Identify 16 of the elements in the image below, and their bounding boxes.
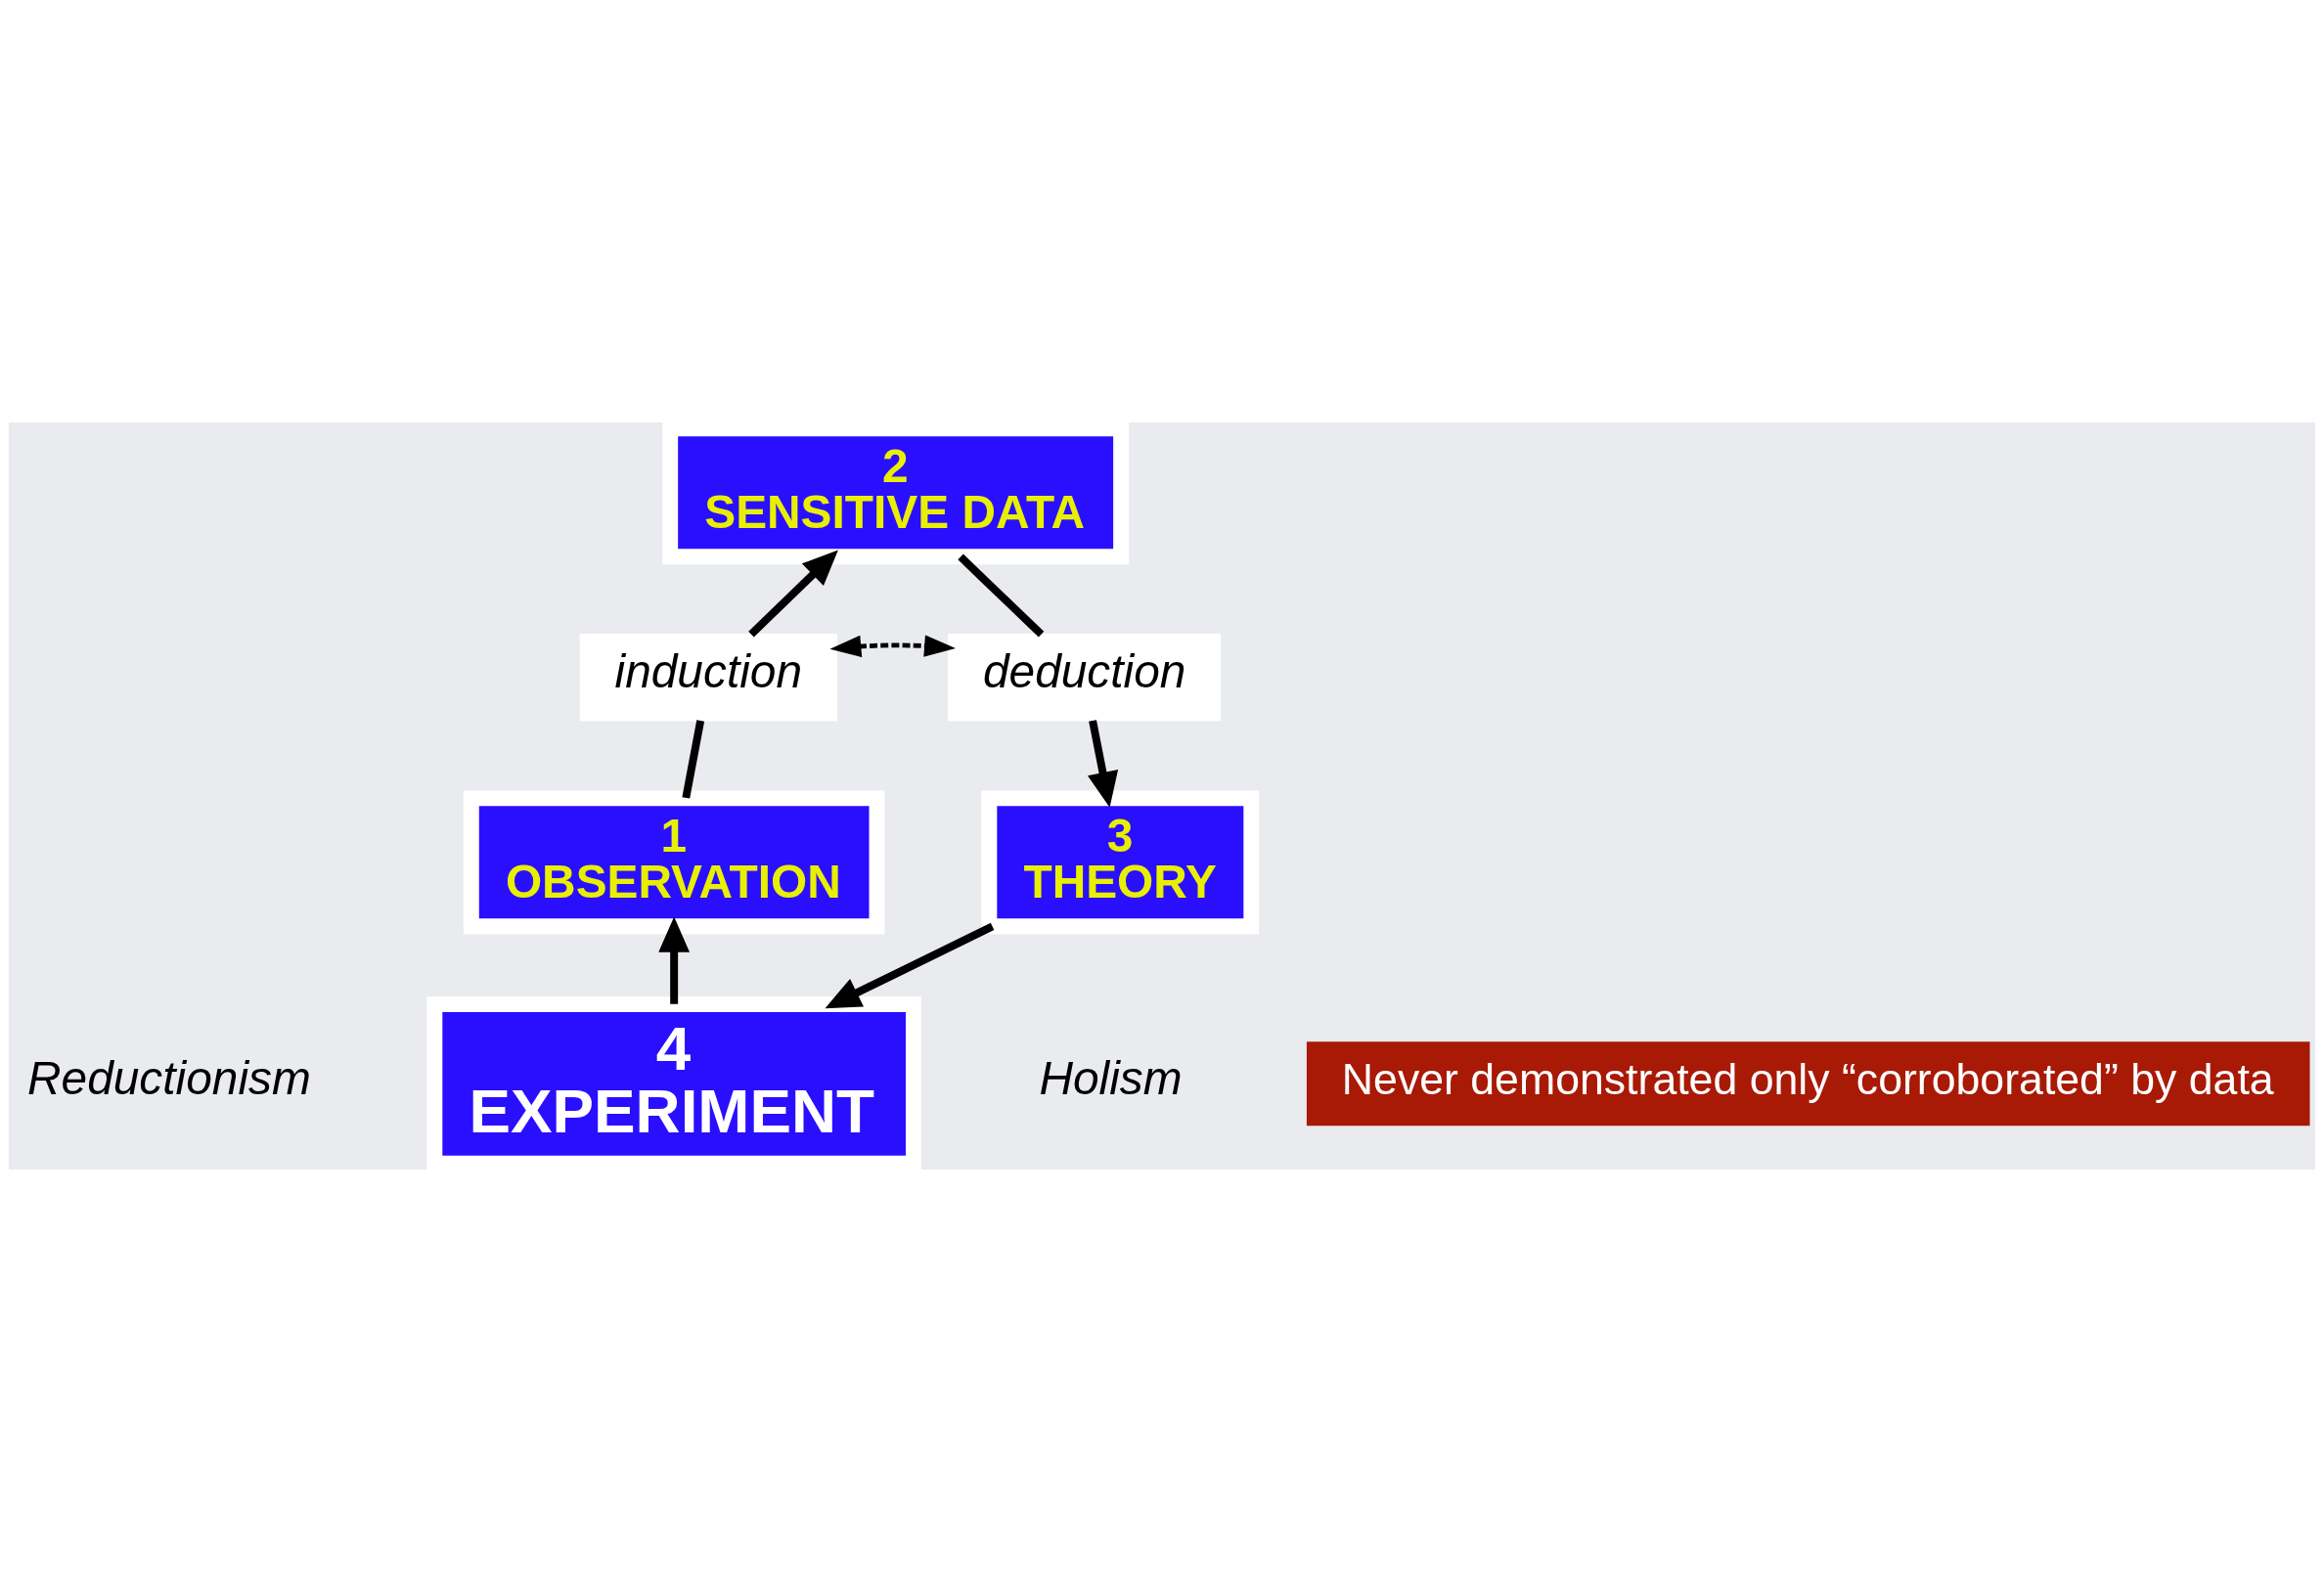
node-box: deduction bbox=[948, 633, 1222, 721]
arrow bbox=[748, 549, 838, 638]
label: Reductionism bbox=[27, 1051, 311, 1104]
connector bbox=[682, 719, 705, 799]
connector bbox=[958, 552, 1045, 638]
node-box: 1 OBSERVATION bbox=[463, 789, 885, 934]
node-box: 4 EXPERIMENT bbox=[426, 995, 921, 1170]
node-box: 3 THEORY bbox=[981, 789, 1260, 934]
arrow bbox=[1088, 719, 1119, 808]
arrow bbox=[658, 915, 691, 1004]
arrow bbox=[825, 922, 995, 1008]
node-box: Never demonstrated only “corroborated” by data bbox=[1306, 1040, 2310, 1126]
node-box: 2 SENSITIVE DATA bbox=[662, 421, 1130, 564]
node-box: induction bbox=[579, 633, 837, 721]
arrow bbox=[829, 634, 956, 657]
label: Holism bbox=[1039, 1051, 1183, 1104]
